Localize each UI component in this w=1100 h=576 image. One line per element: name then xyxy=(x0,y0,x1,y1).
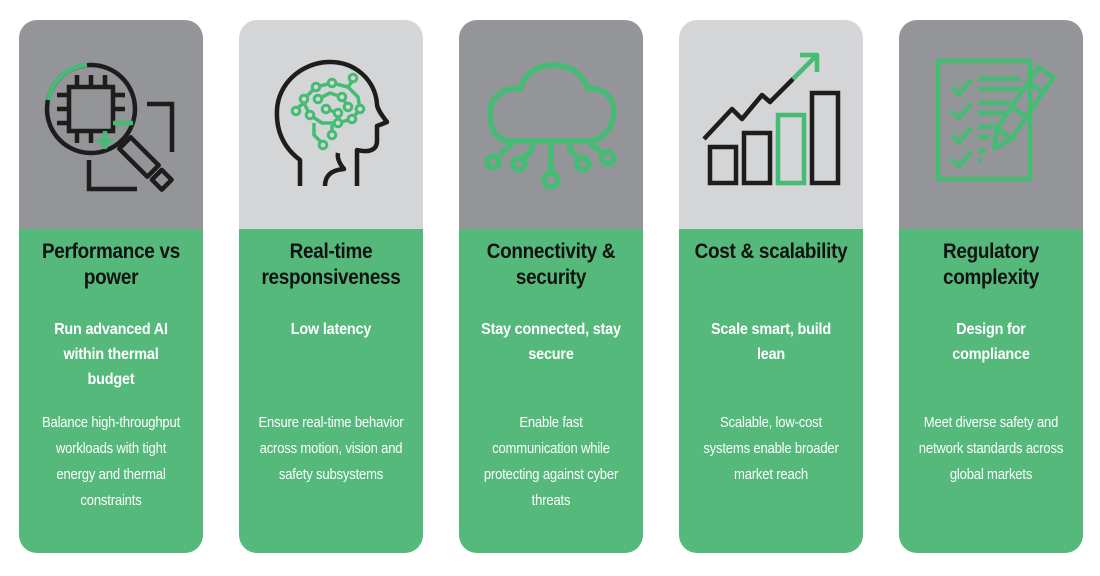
card-title: Regulatory complexity xyxy=(942,240,1040,289)
card-description: Enable fast communication while protecti… xyxy=(483,415,619,509)
card-body: Real-time responsiveness Low latency Ens… xyxy=(239,229,423,553)
card-description: Ensure real-time behavior across motion,… xyxy=(258,415,404,483)
card-connectivity-security: Connectivity & security Stay connected, … xyxy=(459,20,643,553)
card-subtitle: Scale smart, build lean xyxy=(710,321,832,363)
card-description: Scalable, low-cost systems enable broade… xyxy=(703,415,839,483)
card-subtitle: Run advanced AI within thermal budget xyxy=(54,321,168,388)
card-title: Performance vs power xyxy=(41,240,181,289)
head-circuit-icon xyxy=(274,59,390,186)
card-body: Performance vs power Run advanced AI wit… xyxy=(19,229,203,553)
growth-chart-icon xyxy=(702,52,841,185)
card-regulatory-complexity: Regulatory complexity Design for complia… xyxy=(899,20,1083,553)
chip-magnifier-icon xyxy=(44,62,175,192)
card-title: Connectivity & security xyxy=(486,240,616,289)
card-header xyxy=(899,20,1083,229)
card-header xyxy=(679,20,863,229)
card-performance-vs-power: Performance vs power Run advanced AI wit… xyxy=(19,20,203,553)
card-body: Connectivity & security Stay connected, … xyxy=(459,229,643,553)
card-header xyxy=(239,20,423,229)
card-header xyxy=(19,20,203,229)
card-subtitle: Low latency xyxy=(290,321,372,338)
card-title: Real-time responsiveness xyxy=(261,240,401,289)
card-title: Cost & scalability xyxy=(694,240,848,263)
card-subtitle: Design for compliance xyxy=(952,321,1030,363)
card-row: Performance vs power Run advanced AI wit… xyxy=(19,20,1083,553)
checklist-pen-icon xyxy=(935,58,1057,181)
card-real-time-responsiveness: Real-time responsiveness Low latency Ens… xyxy=(239,20,423,553)
cloud-circuit-icon xyxy=(484,61,617,190)
card-body: Regulatory complexity Design for complia… xyxy=(899,229,1083,553)
card-body: Cost & scalability Scale smart, build le… xyxy=(679,229,863,553)
card-cost-scalability: Cost & scalability Scale smart, build le… xyxy=(679,20,863,553)
card-description: Meet diverse safety and network standard… xyxy=(918,415,1064,483)
card-subtitle: Stay connected, stay secure xyxy=(481,321,621,363)
card-header xyxy=(459,20,643,229)
card-description: Balance high-throughput workloads with t… xyxy=(41,415,181,509)
